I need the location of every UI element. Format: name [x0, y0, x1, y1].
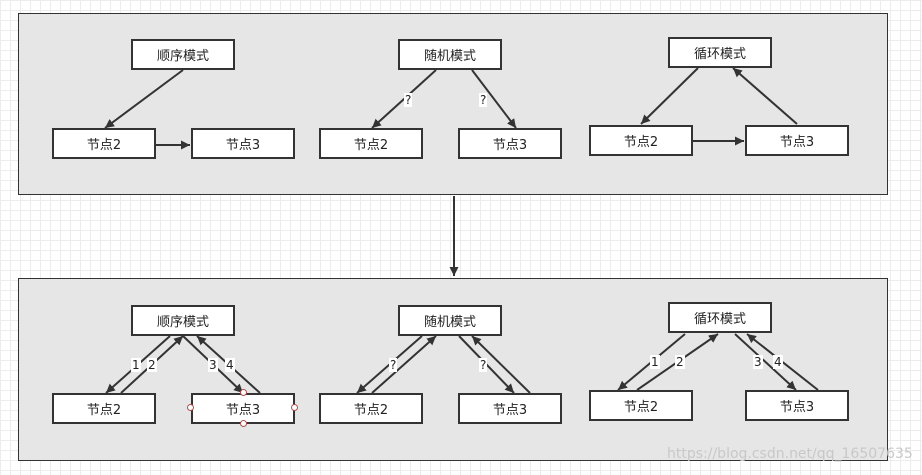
top-random-edge-label-left: ?	[404, 93, 413, 107]
bottom-sequential-mode-node[interactable]: 顺序模式	[131, 305, 235, 336]
bottom-sequential-node2[interactable]: 节点2	[52, 393, 156, 424]
bottom-random-node3[interactable]: 节点3	[458, 393, 562, 424]
bottom-sequential-edge-label-2: 2	[147, 358, 157, 372]
edge-bot-rnd-node3-to-mode	[471, 335, 531, 394]
selection-handle-top[interactable]	[240, 389, 247, 396]
bottom-cycle-node2[interactable]: 节点2	[589, 390, 693, 421]
bottom-sequential-edge-label-1: 1	[131, 358, 141, 372]
bottom-random-mode-node[interactable]: 随机模式	[398, 305, 502, 336]
bottom-cycle-edge-label-3: 3	[753, 355, 763, 369]
bottom-sequential-edge-label-4: 4	[225, 358, 235, 372]
bottom-random-node2[interactable]: 节点2	[319, 393, 423, 424]
top-cycle-node3[interactable]: 节点3	[745, 125, 849, 156]
top-random-node3[interactable]: 节点3	[458, 128, 562, 159]
edge-top-cyc-node3-to-mode	[732, 67, 798, 125]
watermark: https://blog.csdn.net/qq_16507635	[667, 446, 913, 462]
top-sequential-node2[interactable]: 节点2	[52, 128, 156, 159]
bottom-cycle-edge-label-1: 1	[650, 355, 660, 369]
top-sequential-mode-node[interactable]: 顺序模式	[131, 39, 235, 70]
edge-top-seq-mode-to-node2	[104, 69, 184, 129]
top-cycle-node2[interactable]: 节点2	[589, 125, 693, 156]
bottom-random-edge-label-right: ?	[479, 358, 488, 372]
edge-top-rnd-mode-to-node3	[471, 69, 517, 129]
bottom-random-edge-label-left: ?	[389, 358, 398, 372]
top-random-mode-node[interactable]: 随机模式	[398, 39, 502, 70]
bottom-cycle-edge-label-2: 2	[675, 355, 685, 369]
edge-bot-rnd-node2-to-mode	[371, 335, 437, 394]
top-cycle-mode-node[interactable]: 循环模式	[668, 37, 772, 68]
selection-handle-left[interactable]	[187, 404, 194, 411]
top-sequential-node3[interactable]: 节点3	[191, 128, 295, 159]
top-random-edge-label-right: ?	[479, 93, 488, 107]
edge-bot-cyc-mode-to-node3	[734, 333, 797, 391]
bottom-cycle-node3[interactable]: 节点3	[745, 390, 849, 421]
bottom-cycle-edge-label-4: 4	[773, 355, 783, 369]
edge-top-cyc-mode-to-node2	[640, 67, 699, 125]
bottom-sequential-edge-label-3: 3	[208, 358, 218, 372]
selection-handle-bottom[interactable]	[240, 420, 247, 427]
top-random-node2[interactable]: 节点2	[319, 128, 423, 159]
bottom-cycle-mode-node[interactable]: 循环模式	[668, 302, 772, 333]
selection-handle-right[interactable]	[291, 404, 298, 411]
